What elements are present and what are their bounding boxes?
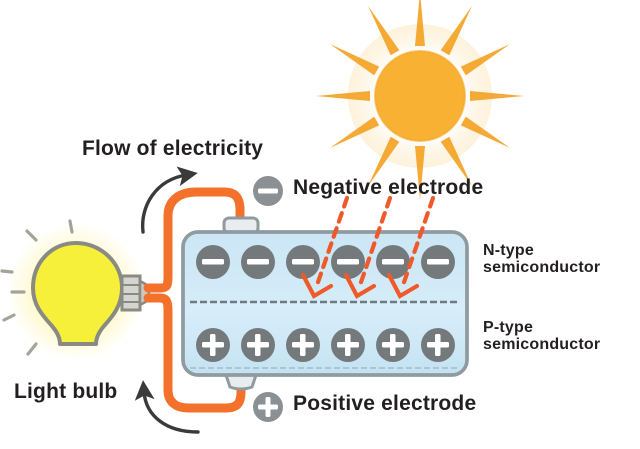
charge-minus [376,245,410,279]
wire-top [143,187,245,293]
plus-circle-icon [253,392,283,422]
flow-arrow-bottom [134,380,200,434]
charge-minus [421,245,455,279]
bulb-sparkle-rays [0,219,74,356]
flow-arrow-top [140,166,198,234]
minus-circle-icon [253,176,283,206]
sun-rays [316,0,524,200]
charge-minus [196,245,230,279]
charge-plus [196,328,230,362]
p-type-line-1: P-type [483,319,534,336]
n-type-line-1: N-type [483,242,534,259]
label-n-type-semiconductor: N-type semiconductor [483,242,601,277]
wire-bottom [143,293,246,413]
sun-icon [316,0,524,200]
n-type-line-2: semiconductor [483,258,601,276]
p-type-line-2: semiconductor [483,335,601,353]
charge-plus [331,328,365,362]
label-negative-electrode: Negative electrode [293,176,484,199]
charge-plus [241,328,275,362]
charge-plus [286,328,320,362]
label-positive-electrode: Positive electrode [293,392,477,415]
label-p-type-semiconductor: P-type semiconductor [483,319,601,354]
n-type-charges [196,245,455,279]
label-flow-of-electricity: Flow of electricity [82,137,264,160]
charge-minus [241,245,275,279]
label-light-bulb: Light bulb [14,380,118,403]
charge-plus [376,328,410,362]
p-type-charges [196,328,455,362]
photon-arrowheads [300,272,420,299]
light-bulb-icon [0,219,151,362]
terminal-bottom [224,373,258,391]
charge-minus [286,245,320,279]
circuit-wire [143,187,246,413]
sun-core [375,51,465,141]
charge-minus [331,245,365,279]
charge-plus [421,328,455,362]
photon-arrows [313,195,436,291]
